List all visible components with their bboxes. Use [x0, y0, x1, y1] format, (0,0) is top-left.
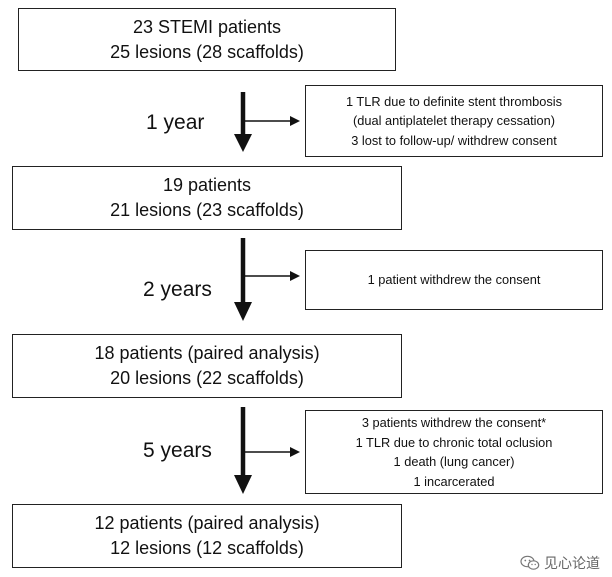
- stage-box-1-year: 19 patients 21 lesions (23 scaffolds): [12, 166, 402, 230]
- arrow-down-2-years: [234, 238, 252, 321]
- stage-line: 18 patients (paired analysis): [94, 343, 320, 363]
- stage-box-5-years: 12 patients (paired analysis) 12 lesions…: [12, 504, 402, 568]
- arrow-right-2-years: [245, 271, 300, 281]
- stage-line: 12 patients (paired analysis): [94, 513, 320, 533]
- stage-line: 21 lesions (23 scaffolds): [110, 200, 304, 220]
- note-line: 1 TLR due to chronic total oclusion: [355, 434, 553, 450]
- note-line: 1 TLR due to definite stent thrombosis: [345, 93, 562, 109]
- note-box-2-years: 1 patient withdrew the consent: [305, 250, 603, 310]
- arrow-right-5-years: [245, 447, 300, 457]
- interval-label-5-years: 5 years: [143, 439, 212, 462]
- stage-line: 25 lesions (28 scaffolds): [110, 41, 304, 62]
- note-line: 3 lost to follow-up/ withdrew consent: [351, 132, 557, 148]
- arrow-down-1-year: [234, 92, 252, 152]
- note-line: (dual antiplatelet therapy cessation): [352, 113, 556, 129]
- note-box-5-years: 3 patients withdrew the consent* 1 TLR d…: [305, 410, 603, 494]
- arrow-down-5-years: [234, 407, 252, 494]
- stage-box-enrolled: 23 STEMI patients 25 lesions (28 scaffol…: [18, 8, 396, 71]
- note-line: 1 patient withdrew the consent: [367, 272, 541, 288]
- watermark: 见心论道: [520, 553, 600, 573]
- interval-label-1-year: 1 year: [146, 111, 205, 134]
- note-line: 3 patients withdrew the consent*: [361, 415, 547, 430]
- arrow-right-1-year: [245, 116, 300, 126]
- stage-line: 19 patients: [162, 175, 252, 195]
- note-line: 1 incarcerated: [413, 473, 495, 489]
- note-box-1-year: 1 TLR due to definite stent thrombosis (…: [305, 85, 603, 157]
- interval-label-2-years: 2 years: [143, 278, 212, 301]
- stage-line: 23 STEMI patients: [132, 16, 282, 37]
- stage-box-2-years: 18 patients (paired analysis) 20 lesions…: [12, 334, 402, 398]
- note-line: 1 death (lung cancer): [393, 454, 515, 469]
- watermark-text: 见心论道: [544, 555, 600, 571]
- wechat-icon: [520, 555, 540, 570]
- stage-line: 20 lesions (22 scaffolds): [110, 368, 304, 388]
- stage-line: 12 lesions (12 scaffolds): [110, 538, 304, 558]
